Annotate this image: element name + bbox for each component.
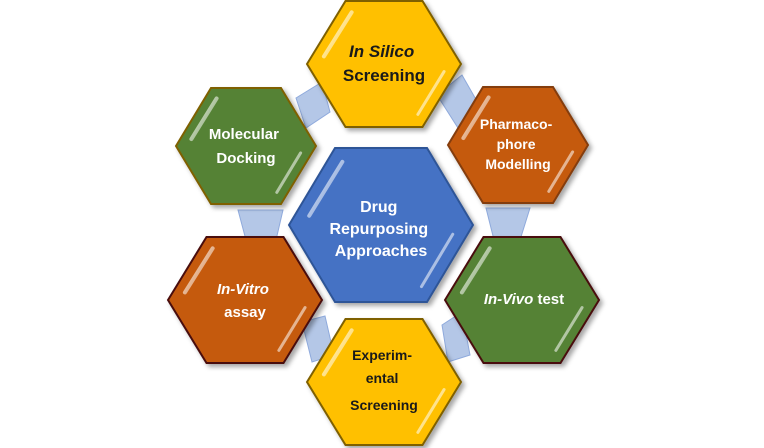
hex-molecular-docking xyxy=(174,87,318,205)
hex-pharmacophore xyxy=(446,86,590,204)
in-silico-line-1: In Silico xyxy=(349,42,414,61)
experimental-line-3: Screening xyxy=(350,397,418,413)
in-vivo-italic: In-Vivo xyxy=(484,291,533,308)
hex-experimental-shape xyxy=(305,318,463,446)
hex-center xyxy=(287,147,475,303)
connector-pharmaco-invivo xyxy=(485,207,531,241)
center-line-2: Repurposing xyxy=(329,221,428,238)
hex-in-vivo-highlight-right xyxy=(554,306,584,352)
hex-in-vitro xyxy=(166,236,324,364)
hex-pharmacophore-highlight-right xyxy=(547,150,575,193)
docking-line-1: Molecular xyxy=(209,126,279,143)
experimental-label: Experim- ental Screening xyxy=(350,347,418,413)
hex-in-vivo-highlight-left xyxy=(459,246,492,295)
hex-molecular-docking-highlight-left xyxy=(189,96,219,142)
in-vitro-line-2: assay xyxy=(224,304,266,321)
hex-experimental xyxy=(305,318,463,446)
pharmacophore-line-2: phore xyxy=(497,136,536,152)
hex-molecular-docking-highlight-right xyxy=(275,151,303,194)
hex-center-shape xyxy=(287,147,475,303)
pharmacophore-label: Pharmaco- phore Modelling xyxy=(480,116,556,172)
hexagon-layer xyxy=(166,0,601,446)
hex-in-silico-highlight-left xyxy=(321,10,354,59)
hex-experimental-highlight-left xyxy=(321,328,354,377)
docking-line-2: Docking xyxy=(216,150,275,167)
hex-center-highlight-right xyxy=(419,232,455,289)
hex-pharmacophore-highlight-left xyxy=(461,95,491,141)
hex-pharmacophore-shape xyxy=(446,86,590,204)
center-line-3: Approaches xyxy=(335,243,428,260)
hex-in-vivo-shape xyxy=(443,236,601,364)
in-vivo-label: In-Vivo test xyxy=(484,291,564,308)
hex-molecular-docking-shape xyxy=(174,87,318,205)
hex-experimental-highlight-right xyxy=(416,388,446,434)
hex-in-silico xyxy=(305,0,463,128)
hex-in-silico-shape xyxy=(305,0,463,128)
center-line-1: Drug xyxy=(360,199,397,216)
experimental-line-1: Experim- xyxy=(352,347,412,363)
in-silico-line-2: Screening xyxy=(343,66,425,85)
experimental-line-2: ental xyxy=(366,370,399,386)
pharmacophore-line-3: Modelling xyxy=(485,156,550,172)
hex-in-vivo xyxy=(443,236,601,364)
connector-docking-insilico xyxy=(295,81,331,129)
docking-label: Molecular Docking xyxy=(209,126,283,167)
hex-center-highlight-left xyxy=(307,159,345,218)
pharmacophore-line-1: Pharmaco- xyxy=(480,116,553,132)
hex-in-silico-highlight-right xyxy=(416,70,446,116)
hex-in-vitro-highlight-left xyxy=(182,246,215,295)
hex-in-vitro-shape xyxy=(166,236,324,364)
in-vitro-line-1: In-Vitro xyxy=(217,281,269,298)
in-vivo-rest: test xyxy=(537,291,564,308)
hex-in-vitro-highlight-right xyxy=(277,306,307,352)
in-vitro-label: In-Vitro assay xyxy=(217,281,273,321)
center-label: Drug Repurposing Approaches xyxy=(329,199,432,260)
in-silico-label: In Silico Screening xyxy=(343,42,425,85)
connector-invitro-docking xyxy=(237,209,284,241)
